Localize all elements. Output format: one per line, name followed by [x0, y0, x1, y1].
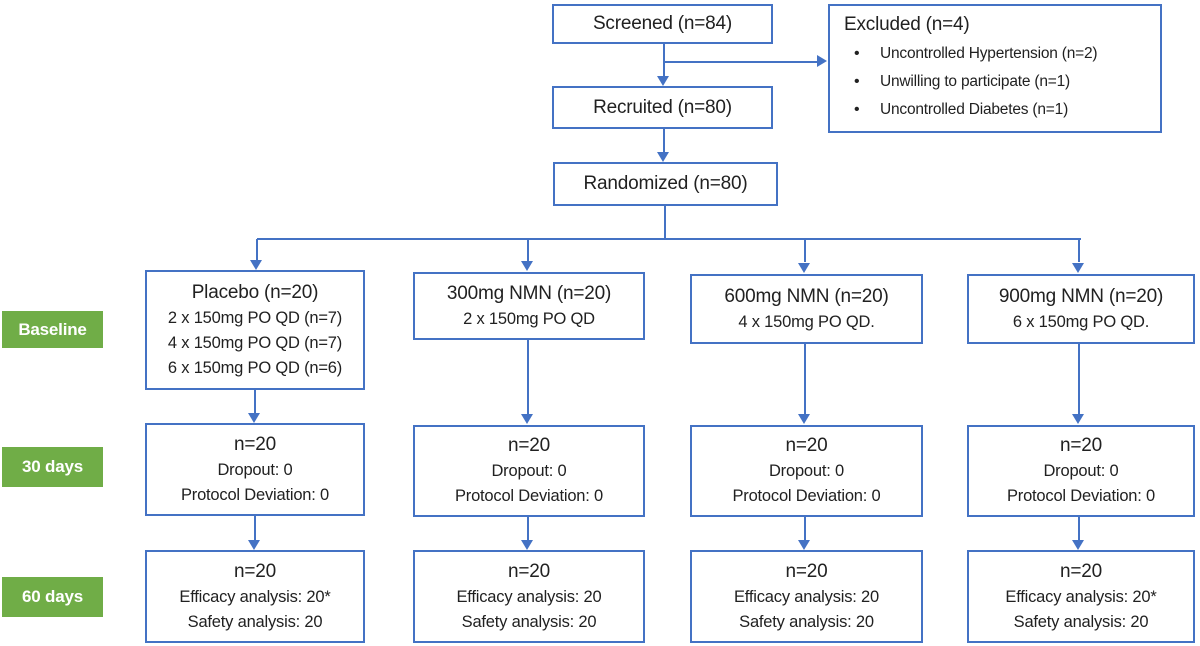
recruited-box: Recruited (n=80): [552, 86, 773, 129]
connector-day30-day60-3: [804, 517, 806, 541]
rowlabel-60days: 60 days: [2, 577, 103, 617]
excluded-list: Uncontrolled Hypertension (n=2) Unwillin…: [844, 40, 1098, 124]
arm-dose-line: 4 x 150mg PO QD.: [738, 312, 875, 331]
arm-box-600mg: 600mg NMN (n=20) 4 x 150mg PO QD.: [690, 274, 923, 344]
day30-n: n=20: [508, 435, 550, 456]
day30-protocol: Protocol Deviation: 0: [454, 487, 604, 505]
arrowhead-arm4: [1072, 263, 1084, 273]
day30-n: n=20: [1060, 435, 1102, 456]
day60-n: n=20: [234, 560, 276, 582]
day60-safety: Safety analysis: 20: [1013, 612, 1149, 631]
day60-box-placebo: n=20 Efficacy analysis: 20* Safety analy…: [145, 550, 365, 643]
arrowhead-day60-2: [521, 540, 533, 550]
arrowhead-day60-1: [248, 540, 260, 550]
arm-dose-line: 2 x 150mg PO QD: [463, 309, 595, 328]
day30-dropout: Dropout: 0: [1043, 462, 1119, 480]
day30-protocol: Protocol Deviation: 0: [180, 485, 330, 504]
excluded-item: Uncontrolled Hypertension (n=2): [844, 40, 1098, 68]
arrowhead-randomized: [657, 152, 669, 162]
day60-box-300mg: n=20 Efficacy analysis: 20 Safety analys…: [413, 550, 645, 643]
screened-label: Screened (n=84): [592, 13, 733, 34]
arm-title: 600mg NMN (n=20): [724, 285, 889, 307]
arm-dose-line: 4 x 150mg PO QD (n=7): [167, 333, 343, 352]
day30-box-300mg: n=20 Dropout: 0 Protocol Deviation: 0: [413, 425, 645, 517]
day60-safety: Safety analysis: 20: [187, 612, 323, 631]
arrowhead-arm2-day30: [521, 414, 533, 424]
arrowhead-arm2: [521, 261, 533, 271]
connector-day30-day60-4: [1078, 517, 1080, 541]
connector-day30-day60-2: [527, 517, 529, 541]
connector-arm4-day30: [1078, 344, 1080, 415]
day60-safety: Safety analysis: 20: [461, 612, 597, 631]
arrowhead-arm1: [250, 260, 262, 270]
arrowhead-day60-3: [798, 540, 810, 550]
rowlabel-baseline: Baseline: [2, 311, 103, 348]
day30-box-900mg: n=20 Dropout: 0 Protocol Deviation: 0: [967, 425, 1195, 517]
arm-box-300mg: 300mg NMN (n=20) 2 x 150mg PO QD: [413, 272, 645, 340]
day60-efficacy: Efficacy analysis: 20: [456, 587, 602, 606]
day30-protocol: Protocol Deviation: 0: [732, 487, 881, 505]
rowlabel-baseline-text: Baseline: [18, 319, 87, 339]
connector-screened-recruited: [663, 44, 665, 77]
day60-safety: Safety analysis: 20: [739, 612, 874, 631]
day60-n: n=20: [1060, 560, 1102, 582]
day60-efficacy: Efficacy analysis: 20*: [179, 587, 331, 606]
drop-line-arm4: [1078, 239, 1080, 262]
arrowhead-arm4-day30: [1072, 414, 1084, 424]
day30-box-placebo: n=20 Dropout: 0 Protocol Deviation: 0: [145, 423, 365, 516]
rowlabel-30days: 30 days: [2, 447, 103, 487]
day60-box-600mg: n=20 Efficacy analysis: 20 Safety analys…: [690, 550, 923, 643]
arm-title: 300mg NMN (n=20): [446, 282, 612, 304]
arm-title: Placebo (n=20): [191, 281, 319, 303]
rowlabel-30days-text: 30 days: [22, 457, 83, 476]
day60-efficacy: Efficacy analysis: 20: [734, 587, 879, 606]
day30-protocol: Protocol Deviation: 0: [1006, 487, 1156, 505]
drop-line-arm2: [527, 239, 529, 261]
connector-arm2-day30: [527, 340, 529, 415]
connector-screened-excluded: [664, 61, 817, 63]
arm-box-900mg: 900mg NMN (n=20) 6 x 150mg PO QD.: [967, 274, 1195, 344]
randomized-label: Randomized (n=80): [583, 173, 748, 194]
arm-box-placebo: Placebo (n=20) 2 x 150mg PO QD (n=7) 4 x…: [145, 270, 365, 390]
excluded-box: Excluded (n=4) Uncontrolled Hypertension…: [828, 4, 1162, 133]
arrowhead-arm3: [798, 263, 810, 273]
connector-randomized-stub: [664, 206, 666, 239]
arm-dose-line: 6 x 150mg PO QD (n=6): [167, 358, 343, 377]
arrowhead-arm1-day30: [248, 413, 260, 423]
screened-box: Screened (n=84): [552, 4, 773, 44]
day30-dropout: Dropout: 0: [491, 462, 567, 480]
day30-dropout: Dropout: 0: [768, 462, 845, 480]
connector-recruited-randomized: [663, 129, 665, 153]
excluded-item: Uncontrolled Diabetes (n=1): [844, 96, 1097, 124]
recruited-label: Recruited (n=80): [593, 96, 732, 118]
day30-dropout: Dropout: 0: [217, 460, 293, 479]
excluded-title: Excluded (n=4): [844, 14, 970, 35]
day30-box-600mg: n=20 Dropout: 0 Protocol Deviation: 0: [690, 425, 923, 517]
arm-dose-line: 6 x 150mg PO QD.: [1012, 312, 1150, 331]
arrowhead-excluded: [817, 55, 827, 67]
drop-line-arm3: [804, 239, 806, 262]
distribution-bar: [257, 238, 1081, 240]
randomized-box: Randomized (n=80): [553, 162, 778, 206]
day60-efficacy: Efficacy analysis: 20*: [1005, 587, 1157, 606]
arrowhead-recruited: [657, 76, 669, 86]
day60-box-900mg: n=20 Efficacy analysis: 20* Safety analy…: [967, 550, 1195, 643]
day60-n: n=20: [508, 560, 550, 582]
drop-line-arm1: [256, 239, 258, 261]
connector-day30-day60-1: [254, 516, 256, 541]
rowlabel-60days-text: 60 days: [22, 587, 83, 606]
arm-title: 900mg NMN (n=20): [998, 285, 1164, 307]
day60-n: n=20: [785, 560, 828, 582]
arm-dose-line: 2 x 150mg PO QD (n=7): [167, 308, 343, 327]
day30-n: n=20: [785, 435, 828, 456]
arrowhead-day60-4: [1072, 540, 1084, 550]
connector-arm3-day30: [804, 344, 806, 415]
connector-arm1-day30: [254, 390, 256, 414]
arrowhead-arm3-day30: [798, 414, 810, 424]
excluded-item: Unwilling to participate (n=1): [844, 68, 1097, 96]
day30-n: n=20: [234, 433, 276, 455]
